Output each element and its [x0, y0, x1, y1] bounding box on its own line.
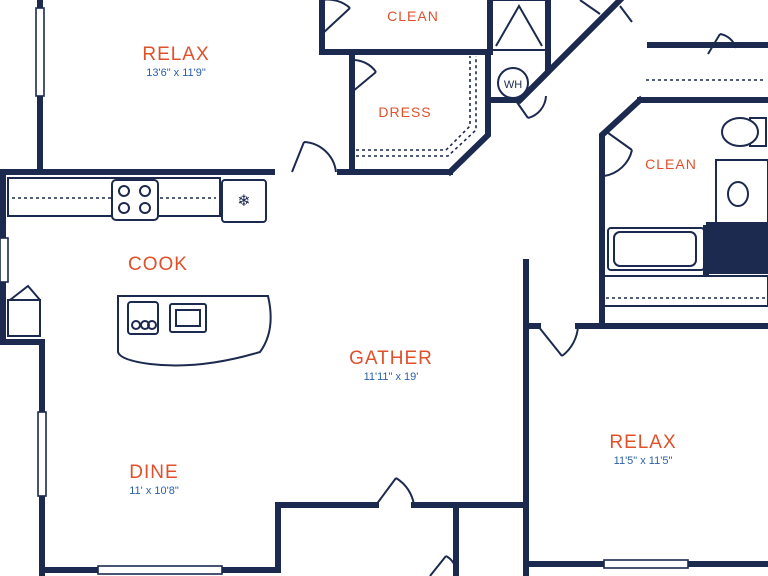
door-swing-relax — [291, 141, 337, 173]
room-relax-top-size: 13'6" x 11'9" — [146, 67, 206, 79]
burner — [118, 202, 130, 214]
door-swing-gather-bottom — [375, 477, 415, 506]
wall-bottom-mid — [411, 502, 529, 576]
burner — [139, 185, 151, 197]
room-gather-size: 11'11" x 19' — [363, 371, 419, 383]
wall-top-bath — [319, 0, 493, 55]
water-heater-label: WH — [504, 79, 522, 91]
vanity-sink — [727, 181, 749, 207]
water-heater — [497, 67, 529, 99]
windows — [0, 7, 689, 575]
burner — [118, 185, 130, 197]
snowflake-icon: ❄ — [237, 191, 250, 210]
room-cook-name: COOK — [128, 254, 188, 275]
wall-bottom-left — [39, 502, 379, 573]
door-closet-left — [9, 284, 41, 301]
shower-drain-lines — [495, 3, 543, 47]
vanity — [715, 159, 768, 231]
room-dine-name: DINE — [129, 462, 179, 483]
window-dine-left — [37, 411, 47, 497]
door-swing-closet-bottom — [429, 555, 457, 576]
burner — [139, 202, 151, 214]
door-swing-top-right — [579, 0, 633, 23]
room-relax-bottom-size: 11'5" x 11'5" — [613, 455, 673, 467]
window-kitchen-left — [0, 237, 9, 283]
wall-dress-diag — [445, 49, 491, 177]
doors — [7, 0, 737, 576]
room-dress-name: DRESS — [378, 104, 432, 120]
toilet-bowl — [721, 117, 759, 147]
wall-block-bath — [706, 222, 768, 274]
dishwasher — [127, 301, 159, 335]
window-relax-bottom — [603, 559, 689, 569]
room-clean-top-name: CLEAN — [387, 8, 439, 24]
stove — [111, 179, 159, 221]
room-dine-size: 11' x 10'8" — [129, 485, 179, 497]
door-swing-right-top — [707, 33, 737, 55]
door-swing-dress — [351, 58, 377, 93]
room-clean-right-name: CLEAN — [645, 156, 697, 172]
dishwasher-dial — [147, 320, 157, 330]
bathtub — [607, 227, 705, 271]
window-dine-bottom — [97, 565, 223, 575]
door-swing-clean-right — [603, 129, 633, 177]
closet-rail-dress — [356, 56, 471, 151]
door-swing-wh — [513, 95, 547, 119]
room-relax-top-name: RELAX — [142, 44, 210, 65]
kitchen-sink-basin — [175, 309, 201, 327]
wall-right-bath-diag — [599, 95, 645, 329]
bathtub-inner — [613, 231, 697, 267]
fixtures: ❄ — [7, 0, 768, 367]
linen-closet-right — [603, 275, 768, 307]
room-relax-bottom-name: RELAX — [609, 432, 677, 453]
shower-top — [491, 0, 547, 51]
room-gather-name: GATHER — [349, 348, 433, 369]
closet-left — [7, 299, 41, 337]
wall-hall-diag — [515, 0, 625, 105]
door-swing-bedroom — [537, 325, 579, 357]
refrigerator — [221, 179, 267, 223]
door-swing-top-bath — [321, 0, 351, 35]
window-relax-top — [35, 7, 45, 97]
